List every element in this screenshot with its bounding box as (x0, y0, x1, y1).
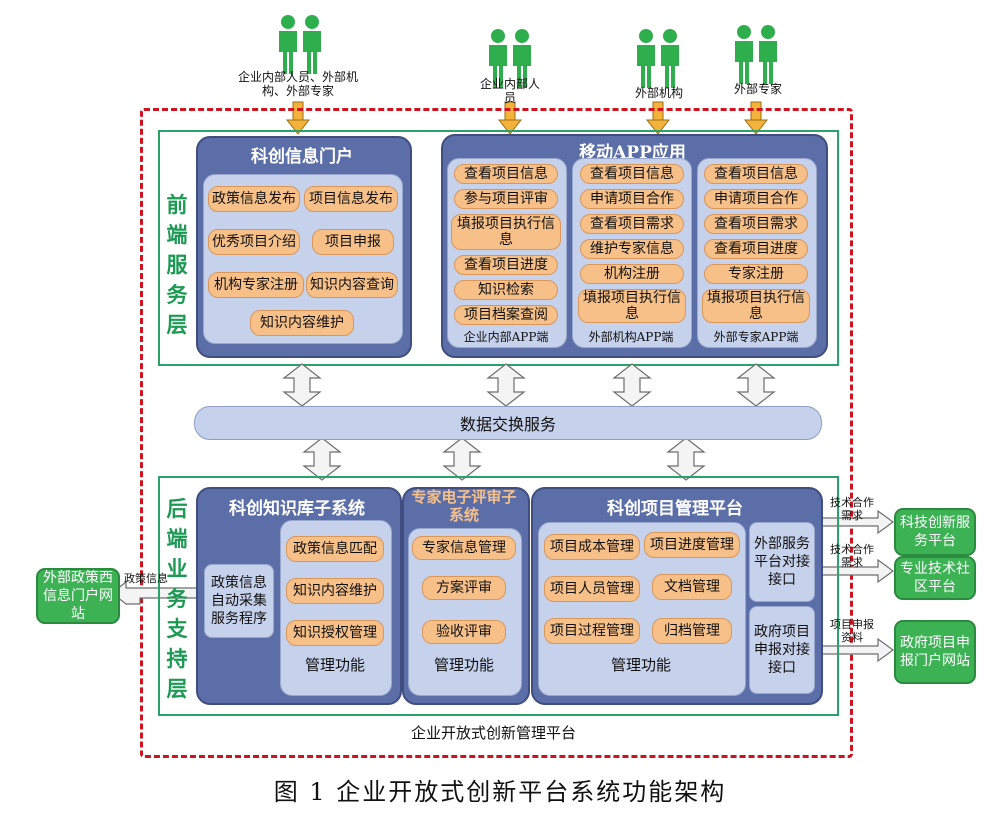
portal-item[interactable]: 知识内容查询 (306, 272, 398, 298)
portal-item[interactable]: 优秀项目介绍 (208, 229, 300, 255)
project-title: 科创项目管理平台 (607, 499, 743, 519)
internal-app-item[interactable]: 查看项目信息 (454, 164, 558, 184)
internal-app-item[interactable]: 查看项目进度 (454, 255, 558, 275)
external-service-interface: 外部服务平台对接接口 (749, 522, 815, 602)
review-item[interactable]: 验收评审 (422, 620, 506, 644)
project-item[interactable]: 文档管理 (652, 574, 732, 600)
portal-item[interactable]: 知识内容维护 (250, 310, 354, 336)
expert-app-item[interactable]: 填报项目执行信息 (702, 289, 810, 323)
bidirectional-arrow-icon (667, 437, 705, 481)
bidirectional-arrow-icon (737, 363, 775, 407)
user-group-internal: 企业内部人员 (479, 77, 540, 105)
institution-app-item[interactable]: 查看项目信息 (580, 164, 684, 184)
portal-title: 科创信息门户 (251, 147, 353, 167)
internal-app-item[interactable]: 项目档案查阅 (454, 305, 558, 325)
project-mgmt-label: 管理功能 (610, 656, 671, 674)
portal-item[interactable]: 政策信息发布 (208, 186, 300, 212)
portal-item[interactable]: 机构专家注册 (208, 272, 304, 298)
review-item[interactable]: 方案评审 (422, 576, 506, 600)
portal-item[interactable]: 项目申报 (312, 229, 394, 255)
front-layer-label: 前端服务层 (166, 192, 188, 337)
front-service-layer (158, 130, 839, 366)
review-mgmt-label: 管理功能 (433, 656, 494, 674)
tech-community-platform: 专业技术社区平台 (894, 556, 976, 600)
coop-demand-label: 技术合作需求 (830, 543, 874, 569)
policy-collector: 政策信息自动采集服务程序 (204, 564, 274, 638)
external-policy-site: 外部政策西信息门户网站 (36, 568, 120, 624)
expert-app-item[interactable]: 查看项目进度 (704, 239, 808, 259)
platform-label: 企业开放式创新管理平台 (410, 724, 576, 742)
internal-app-label: 企业内部APP端 (463, 330, 549, 344)
coop-demand-label: 技术合作需求 (830, 496, 874, 522)
back-support-layer (158, 476, 839, 716)
knowledge-item[interactable]: 知识内容维护 (286, 578, 384, 604)
apply-material-label: 项目申报资料 (830, 618, 874, 644)
gov-declaration-interface: 政府项目申报对接接口 (749, 606, 815, 694)
knowledge-mgmt-label: 管理功能 (304, 656, 365, 674)
expert-app-item[interactable]: 查看项目需求 (704, 214, 808, 234)
expert-app-item[interactable]: 查看项目信息 (704, 164, 808, 184)
expert-app-item[interactable]: 申请项目合作 (704, 189, 808, 209)
policy-info-flow-label: 政策信息 (124, 572, 168, 585)
institution-app-item[interactable]: 查看项目需求 (580, 214, 684, 234)
institution-app-label: 外部机构APP端 (588, 330, 674, 344)
data-exchange-service: 数据交换服务 (194, 406, 822, 440)
review-title: 专家电子评审子系统 (411, 488, 517, 524)
bidirectional-arrow-icon (443, 437, 481, 481)
project-item[interactable]: 归档管理 (652, 618, 732, 644)
platform-boundary (140, 108, 853, 758)
expert-app-label: 外部专家APP端 (713, 330, 799, 344)
gov-declaration-portal: 政府项目申报门户网站 (894, 620, 976, 684)
bidirectional-arrow-icon (613, 363, 651, 407)
user-group-institution: 外部机构 (634, 86, 683, 100)
review-item[interactable]: 专家信息管理 (412, 536, 516, 560)
internal-app-item[interactable]: 参与项目评审 (454, 189, 558, 209)
institution-app-item[interactable]: 机构注册 (580, 264, 684, 284)
portal-item[interactable]: 项目信息发布 (304, 186, 398, 212)
tech-service-platform: 科技创新服务平台 (894, 508, 976, 556)
user-group-expert: 外部专家 (733, 82, 782, 96)
back-layer-label: 后端业务支持层 (166, 496, 188, 701)
project-item[interactable]: 项目人员管理 (544, 576, 640, 602)
bidirectional-arrow-icon (487, 363, 525, 407)
figure-caption: 图 1 企业开放式创新平台系统功能架构 (273, 778, 727, 806)
knowledge-title: 科创知识库子系统 (229, 499, 365, 519)
user-group-all: 企业内部人员、外部机构、外部专家 (237, 70, 358, 98)
institution-app-item[interactable]: 维护专家信息 (580, 239, 684, 259)
expert-app-item[interactable]: 专家注册 (704, 264, 808, 284)
bidirectional-arrow-icon (303, 437, 341, 481)
knowledge-item[interactable]: 知识授权管理 (286, 620, 384, 646)
project-item[interactable]: 项目进度管理 (644, 532, 740, 558)
right-arrow-icon (821, 558, 895, 584)
right-arrow-icon (821, 509, 895, 535)
internal-app-item[interactable]: 填报项目执行信息 (451, 214, 561, 250)
project-item[interactable]: 项目成本管理 (544, 534, 640, 560)
institution-app-item[interactable]: 申请项目合作 (580, 189, 684, 209)
internal-app-item[interactable]: 知识检索 (454, 280, 558, 300)
institution-app-item[interactable]: 填报项目执行信息 (578, 289, 686, 323)
right-arrow-icon (821, 637, 895, 663)
bidirectional-arrow-icon (283, 363, 321, 407)
knowledge-item[interactable]: 政策信息匹配 (286, 536, 384, 562)
project-item[interactable]: 项目过程管理 (544, 618, 640, 644)
